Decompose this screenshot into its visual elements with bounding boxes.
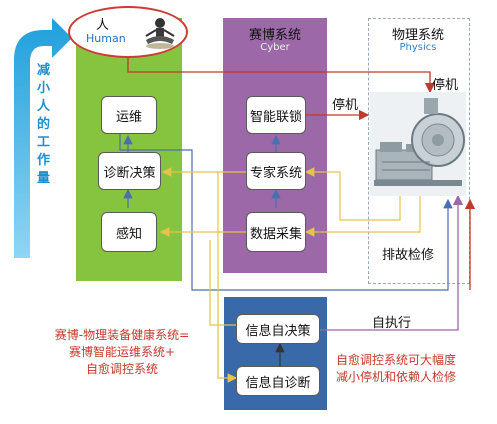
smart-interlock-box: 智能联锁 [246, 96, 306, 134]
stop-label-mid: 停机 [332, 98, 359, 113]
reduce-workload-arrow [14, 18, 72, 258]
human-subtitle: Human [86, 32, 126, 45]
self-decision-box: 信息自决策 [236, 314, 320, 344]
expert-system-box: 专家系统 [246, 152, 306, 190]
expert-to-self-diagnosis [217, 172, 238, 383]
data-acquisition-box: 数据采集 [246, 212, 306, 252]
self-execute-line [320, 194, 464, 331]
data-to-self-decision [209, 240, 236, 326]
self-execute-label: 自执行 [372, 316, 412, 331]
perception-box: 感知 [101, 212, 157, 252]
reduce-workload-text: 减小人的工作量 [37, 63, 51, 186]
caption-left-line-1: 赛博-物理装备健康系统= [54, 328, 190, 342]
caption-left: 赛博-物理装备健康系统= 赛博智能运维系统+ 自愈调控系统 [24, 327, 220, 378]
meditating-person-icon [145, 18, 175, 49]
caption-left-line-2: 赛博智能运维系统+ [68, 345, 176, 359]
diagnosis-decision-box: 诊断决策 [98, 152, 161, 190]
machine-to-expert [304, 167, 401, 221]
caption-right: 自愈调控系统可大幅度 减小停机和依赖人检修 [336, 352, 494, 386]
turbine-machine-image [370, 92, 466, 196]
fault-repair-label: 排故检修 [382, 248, 435, 263]
maintenance-box: 运维 [101, 96, 157, 134]
physics-subtitle: Physics [399, 42, 437, 53]
cyber-subtitle: Cyber [260, 42, 290, 53]
caption-right-line-1: 自愈调控系统可大幅度 [336, 353, 457, 367]
cyber-title: 赛博系统 [248, 28, 301, 43]
physics-title: 物理系统 [391, 28, 444, 43]
maintenance-line [119, 133, 453, 291]
self-diagnosis-box: 信息自诊断 [236, 366, 320, 396]
human-stop-line [127, 58, 436, 94]
machine-to-data [304, 196, 421, 237]
stop-label-top: 停机 [432, 78, 459, 93]
caption-left-line-3: 自愈调控系统 [85, 362, 158, 376]
human-title: 人 [96, 18, 110, 33]
caption-right-line-2: 减小停机和依赖人检修 [336, 370, 457, 384]
